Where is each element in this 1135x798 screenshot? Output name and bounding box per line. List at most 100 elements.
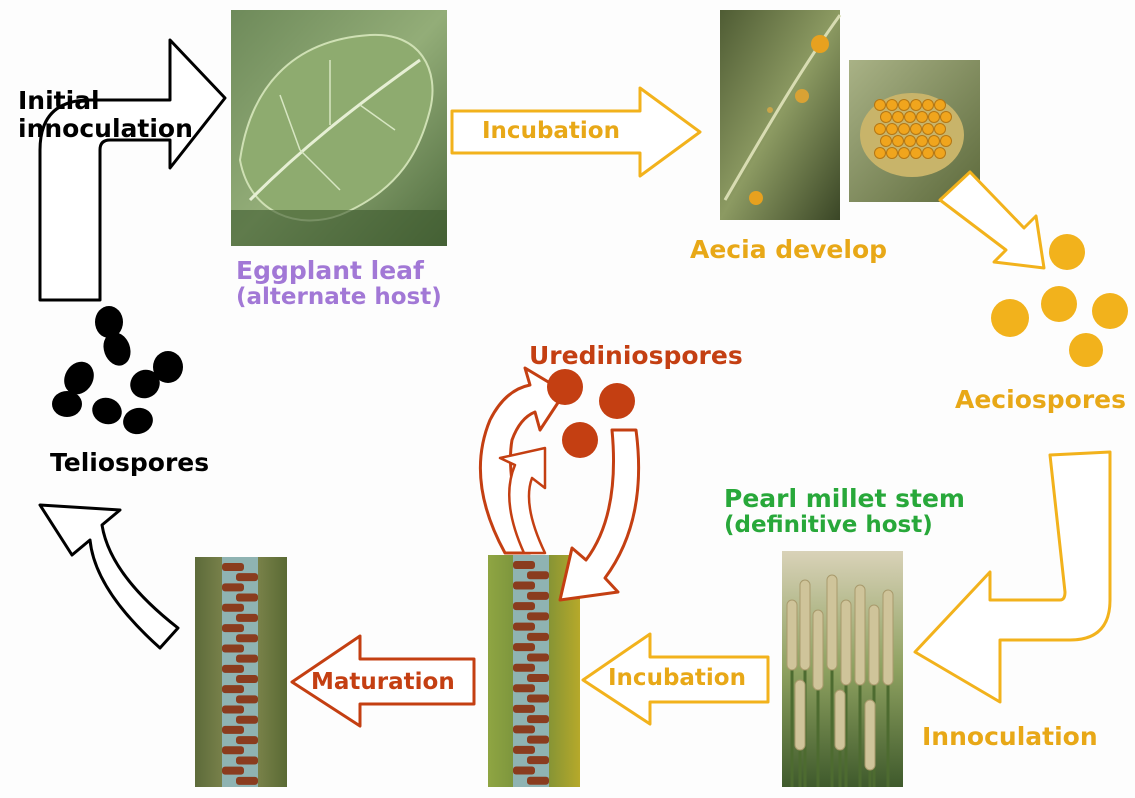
innoculation-bottom-label: Innoculation bbox=[922, 722, 1098, 751]
rust-pustule bbox=[236, 573, 258, 582]
aecium-dot bbox=[898, 99, 910, 111]
aecium-dot bbox=[886, 99, 898, 111]
rust-pustule bbox=[513, 602, 535, 611]
rust-pustule bbox=[222, 624, 244, 633]
eggplant-leaf-photo bbox=[231, 10, 447, 246]
incubation-top-label: Incubation bbox=[482, 118, 620, 144]
aeciospore bbox=[991, 299, 1029, 337]
aeciospores-group bbox=[991, 234, 1128, 367]
rust-pustule bbox=[222, 766, 244, 775]
rust-pustule bbox=[527, 694, 549, 703]
rust-pustule bbox=[222, 725, 244, 734]
aecium-dot bbox=[874, 99, 886, 111]
initial-inoculation-arrow bbox=[38, 38, 227, 302]
rust-pustule bbox=[513, 622, 535, 631]
aecium-dot bbox=[874, 123, 886, 135]
eggplant-line2: (alternate host) bbox=[236, 283, 442, 310]
rust-pustule bbox=[222, 664, 244, 673]
rust-pustule bbox=[236, 613, 258, 622]
aecium-dot bbox=[910, 99, 922, 111]
millet-head bbox=[826, 574, 838, 671]
teliospore bbox=[64, 361, 94, 395]
teliospore bbox=[123, 407, 153, 435]
aecium-dot bbox=[910, 147, 922, 159]
urediniospores-label: Urediniospores bbox=[529, 341, 743, 370]
initial-inoculation-line2: innoculation bbox=[18, 113, 193, 143]
teliospore bbox=[95, 306, 123, 338]
rust-pustule bbox=[527, 756, 549, 765]
pearl-millet-label: Pearl millet stem (definitive host) bbox=[724, 485, 965, 538]
aeciospore bbox=[1069, 333, 1103, 367]
aecium-dot bbox=[928, 111, 940, 123]
millet-head bbox=[864, 699, 876, 771]
aecium-dot bbox=[940, 135, 952, 147]
aecium-dot bbox=[922, 99, 934, 111]
millet-head bbox=[882, 589, 894, 686]
incubation-bottom-arrow bbox=[581, 632, 770, 726]
teliospore bbox=[130, 369, 160, 399]
aecia-cluster-photo bbox=[849, 60, 980, 202]
maturation-arrow bbox=[290, 634, 476, 728]
rust-pustule bbox=[222, 583, 244, 592]
rust-pustule bbox=[222, 563, 244, 571]
aecium-dot bbox=[880, 135, 892, 147]
initial-inoculation-label: Initial innoculation bbox=[18, 87, 193, 142]
rust-pustule bbox=[236, 634, 258, 643]
aecia-develop-label: Aecia develop bbox=[690, 235, 888, 264]
millet-head bbox=[834, 689, 846, 751]
rust-pustule bbox=[527, 571, 549, 580]
rust-pustule bbox=[527, 776, 549, 785]
teliospore bbox=[103, 332, 131, 366]
rust-pustule bbox=[222, 644, 244, 653]
urediniospores-inner-arrow bbox=[498, 446, 547, 555]
aecium-dot bbox=[904, 135, 916, 147]
aecium-dot bbox=[892, 135, 904, 147]
millet-head bbox=[794, 679, 806, 751]
urediniospore bbox=[599, 383, 635, 419]
rust-pustule bbox=[222, 685, 244, 694]
aecium-dot bbox=[922, 123, 934, 135]
rust-pustule bbox=[236, 675, 258, 683]
urediniospore bbox=[562, 422, 598, 458]
aecium-dot bbox=[940, 111, 952, 123]
eggplant-leaf-label: Eggplant leaf (alternate host) bbox=[236, 257, 442, 310]
millet-head bbox=[868, 604, 880, 686]
rust-pustule bbox=[236, 715, 258, 724]
rusted-stem-photo-left bbox=[195, 557, 287, 787]
rust-pustule bbox=[527, 735, 549, 744]
millet-head bbox=[799, 579, 811, 671]
aeciospore bbox=[1049, 234, 1085, 270]
maturation-label: Maturation bbox=[311, 669, 455, 695]
rust-pustule bbox=[513, 663, 535, 672]
rust-pustule bbox=[222, 603, 244, 612]
urediniospores-down-arrow bbox=[558, 428, 641, 602]
urediniospores-group bbox=[547, 369, 635, 458]
rust-pustule bbox=[513, 704, 535, 713]
innoculation-curved-arrow bbox=[913, 450, 1112, 704]
aecium-dot bbox=[916, 111, 928, 123]
aecium-dot bbox=[898, 147, 910, 159]
aecium-dot bbox=[934, 147, 946, 159]
rust-pustule bbox=[222, 705, 244, 714]
pearl-millet-field-photo bbox=[782, 551, 903, 787]
rust-pustule bbox=[527, 591, 549, 600]
rust-pustule bbox=[513, 684, 535, 693]
rust-pustule bbox=[236, 593, 258, 602]
rust-pustule bbox=[236, 756, 258, 765]
rust-pustule bbox=[513, 643, 535, 652]
aeciospore bbox=[1092, 293, 1128, 329]
rust-pustule bbox=[513, 725, 535, 734]
aecium-dot bbox=[922, 147, 934, 159]
rust-pustule bbox=[513, 581, 535, 590]
aecium-dot bbox=[904, 111, 916, 123]
rust-pustule bbox=[236, 776, 258, 785]
rust-pustule bbox=[513, 561, 535, 569]
millet-head bbox=[812, 609, 824, 691]
rust-pustule bbox=[236, 695, 258, 704]
aecium-dot bbox=[874, 147, 886, 159]
aecia-leaf-photo bbox=[720, 10, 842, 220]
aecia-to-aeciospores-arrow bbox=[938, 170, 1046, 270]
pearl-millet-line2: (definitive host) bbox=[724, 511, 933, 538]
millet-head bbox=[786, 599, 798, 671]
aecium-dot bbox=[886, 147, 898, 159]
